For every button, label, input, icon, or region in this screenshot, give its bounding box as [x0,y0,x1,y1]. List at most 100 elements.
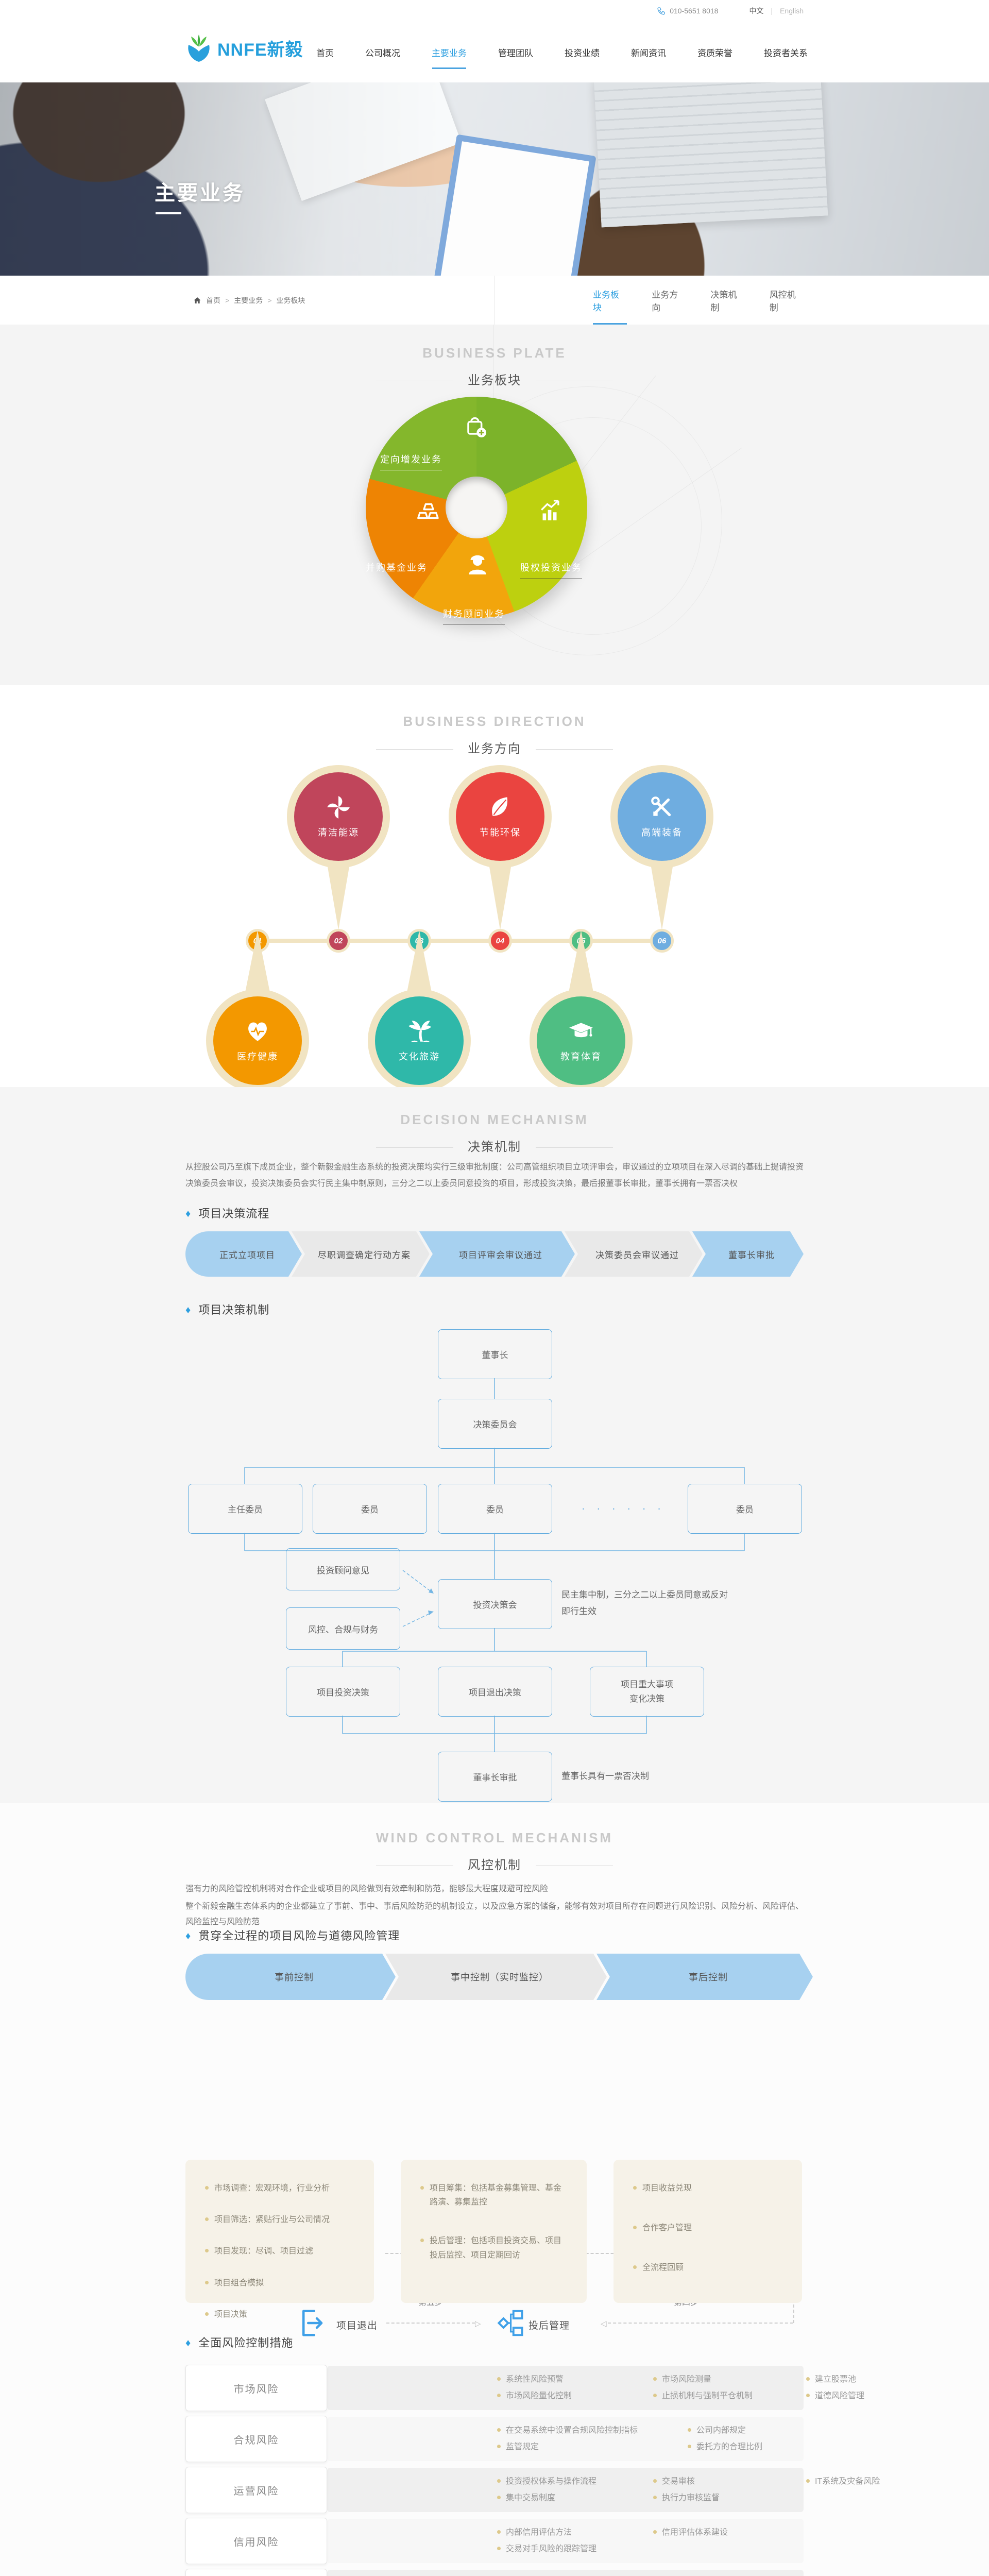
pinwheel-icon [327,796,350,819]
flow-step-4: 决策委员会审议通过 [565,1231,703,1277]
donut-label-private-placement[interactable]: 定向增发业务 [380,452,442,470]
org-meeting-note: 民主集中制，三分之二以上委员同意或反对即行生效 [561,1590,728,1617]
pin-circle: 文化旅游 [375,996,464,1085]
card-returns: 项目收益兑现 合作客户管理 全流程回顾 [613,2160,802,2303]
breadcrumb-business[interactable]: 主要业务 [234,295,271,306]
heart-pulse-icon [248,1022,267,1041]
donut-label-equity-investment[interactable]: 股权投资业务 [520,561,582,579]
donut-label-financial-advisor[interactable]: 财务顾问业务 [443,607,505,625]
title-underline [156,212,181,214]
gold-bars-icon [417,503,439,519]
banner-shade [0,82,989,276]
card-item: 全流程回顾 [633,2261,782,2275]
org-chairman-approval: 董事长审批 [438,1752,552,1802]
risk-row-operations: 投资授权体系与操作流程集中交易制度 交易审核执行力审核监督 IT系统及灾备风险 … [185,2467,880,2513]
flow-step-5: 董事长审批 [692,1231,804,1277]
risk-row-compliance: 在交易系统中设置合规风险控制指标监管规定 公司内部规定委托方的合理比例 合规风险 [185,2416,804,2462]
tab-decision-mechanism[interactable]: 决策机制 [710,290,737,313]
flow-step-3: 项目评审会审议通过 [419,1231,575,1277]
nav-item-honor[interactable]: 资质荣誉 [697,48,732,58]
bag-plus-icon [467,417,486,437]
risk-label: 流动性风险 [185,2569,327,2576]
wind-title-en: WIND CONTROL MECHANISM [376,1830,613,1845]
nav-item-business[interactable]: 主要业务 [431,43,468,62]
org-decision-major-change: 项目重大事项变化决策 [590,1667,704,1717]
breadcrumb: 首页 主要业务 业务板块 [193,276,305,325]
risk-band: 系统性风险预警市场风险量化控制 市场风险测量止损机制与强制平仓机制 建立股票池道… [327,2366,864,2410]
flow-step-1: 正式立项项目 [185,1231,302,1277]
timeline-number-04: 04 [488,929,512,953]
palm-tree-icon [408,1021,431,1042]
decor-line [493,325,494,402]
lang-zh[interactable]: 中文 [749,7,764,15]
timeline-line [258,939,662,943]
tab-business-direction[interactable]: 业务方向 [652,290,678,313]
main-nav: 首页 公司概况 主要业务 管理团队 投资业绩 新闻资讯 资质荣誉 投资者关系 [315,22,809,82]
nav-item-company[interactable]: 公司概况 [365,48,400,58]
logo[interactable]: NNFE新毅 [185,33,303,63]
tools-icon [651,796,671,817]
breadcrumb-home[interactable]: 首页 [206,295,229,306]
direction-timeline: 01 02 03 04 05 06 清洁能源 [185,685,804,1092]
risk-band: 流动性风险量化控制制度运用风险管理信息系统监测股票组合的流动性 组合经理负责整个… [327,2570,804,2576]
pin-circle: 医疗健康 [213,996,302,1085]
heading-line [376,749,453,750]
phone-number: 010-5651 8018 [670,7,719,15]
risk-item: 在交易系统中设置合规风险控制指标 [497,2422,638,2439]
project-exit-icon [302,2310,323,2336]
nav-item-team[interactable]: 管理团队 [498,48,533,58]
risk-item: 市场风险测量 [653,2371,753,2388]
card-fundraising: 项目筹集：包括基金募集管理、基金路演、募集监控 投后管理：包括项目投资交易、项目… [401,2160,587,2303]
direction-title-zh: 业务方向 [0,738,989,756]
risk-band: 内部信用评估方法交易对手风险的跟踪管理 信用评估体系建设 [327,2519,804,2563]
donut-label-ma-fund[interactable]: 并购基金业务 [366,563,428,573]
risk-item: 公司内部规定 [688,2422,762,2439]
risk-table-title: 全面风险控制措施 [185,2334,293,2350]
lang-en[interactable]: English [780,7,804,15]
org-approval-note: 董事长具有一票否决制 [561,1771,649,1781]
business-plate-donut: 定向增发业务 股权投资业务 并购基金业务 财务顾问业务 [366,397,587,625]
org-member: 委员 [438,1484,552,1534]
breadcrumb-bar: 首页 主要业务 业务板块 业务板块 业务方向 决策机制 风控机制 [0,276,989,325]
wind-step-before: 事前控制 [185,1954,396,2000]
nav-item-investor[interactable]: 投资者关系 [764,48,808,58]
plate-title-zh: 业务板块 [0,370,989,388]
tab-business-plate[interactable]: 业务板块 [593,276,627,325]
wind-flow-title: 贯穿全过程的项目风险与道德风险管理 [185,1927,400,1943]
nav-item-news[interactable]: 新闻资讯 [631,48,666,58]
pin-circle: 教育体育 [537,996,625,1085]
dashed-connector [386,2323,475,2324]
risk-item: 监管规定 [497,2439,638,2455]
decision-title-en: DECISION MECHANISM [400,1112,589,1127]
tab-wind-control[interactable]: 风控机制 [769,290,796,313]
decision-title-zh: 决策机制 [0,1137,989,1155]
hero-banner: 主要业务 [0,82,989,276]
card-item: 合作客户管理 [633,2221,782,2235]
decision-org-chart: 董事长 决策委员会 主任委员 委员 委员 · · · · · · 委员 投资顾问… [185,1329,804,1802]
org-chairman: 董事长 [438,1329,552,1379]
card-item: 项目收益兑现 [633,2181,782,2195]
card-item: 项目筛选：紧贴行业与公司情况 [205,2213,354,2227]
risk-item: IT系统及灾备风险 [806,2473,880,2490]
phone-icon [657,7,665,15]
home-icon [194,297,201,303]
risk-item: 投资授权体系与操作流程 [497,2473,596,2490]
org-member: 委员 [688,1484,802,1534]
risk-band: 在交易系统中设置合规风险控制指标监管规定 公司内部规定委托方的合理比例 [327,2417,804,2461]
decision-flow: 正式立项项目 尽职调查确定行动方案 项目评审会审议通过 决策委员会审议通过 董事… [185,1231,804,1277]
risk-item: 委托方的合理比例 [688,2439,762,2455]
pin-tail [407,930,432,992]
pin-tail [326,858,351,930]
nav-item-home[interactable]: 首页 [316,48,334,58]
pin-circle: 节能环保 [456,772,544,861]
risk-label: 合规风险 [185,2416,327,2462]
risk-item: 内部信用评估方法 [497,2524,596,2541]
org-member-chief: 主任委员 [188,1484,302,1534]
org-decision-invest: 项目投资决策 [286,1667,400,1717]
risk-item: 系统性风险预警 [497,2371,572,2388]
risk-row-credit: 内部信用评估方法交易对手风险的跟踪管理 信用评估体系建设 信用风险 [185,2518,804,2564]
wind-step-after: 事后控制 [596,1954,813,2000]
risk-label: 运营风险 [185,2467,327,2513]
pin-tail [488,858,513,930]
nav-item-performance[interactable]: 投资业绩 [565,48,600,58]
